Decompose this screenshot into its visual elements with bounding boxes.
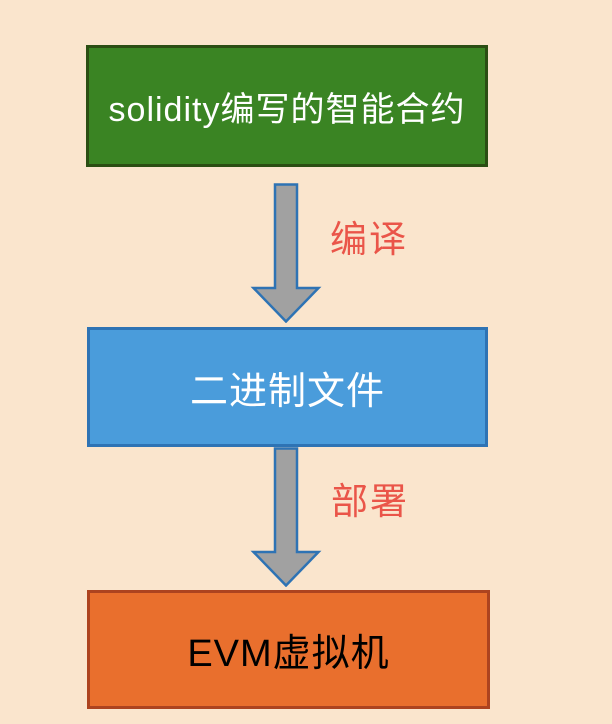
down-arrow-icon [250,447,322,587]
node-binary-file-label: 二进制文件 [189,370,385,413]
node-solidity-contract-label: solidity编写的智能合约 [108,90,466,129]
edge-label-compile: 编译 [330,219,408,260]
down-arrow-icon [250,183,322,323]
node-evm-vm: EVM虚拟机 [87,590,490,709]
edge-label-deploy: 部署 [331,481,409,522]
node-evm-vm-label: EVM虚拟机 [187,633,390,675]
node-solidity-contract: solidity编写的智能合约 [86,45,488,167]
node-binary-file: 二进制文件 [87,327,488,447]
